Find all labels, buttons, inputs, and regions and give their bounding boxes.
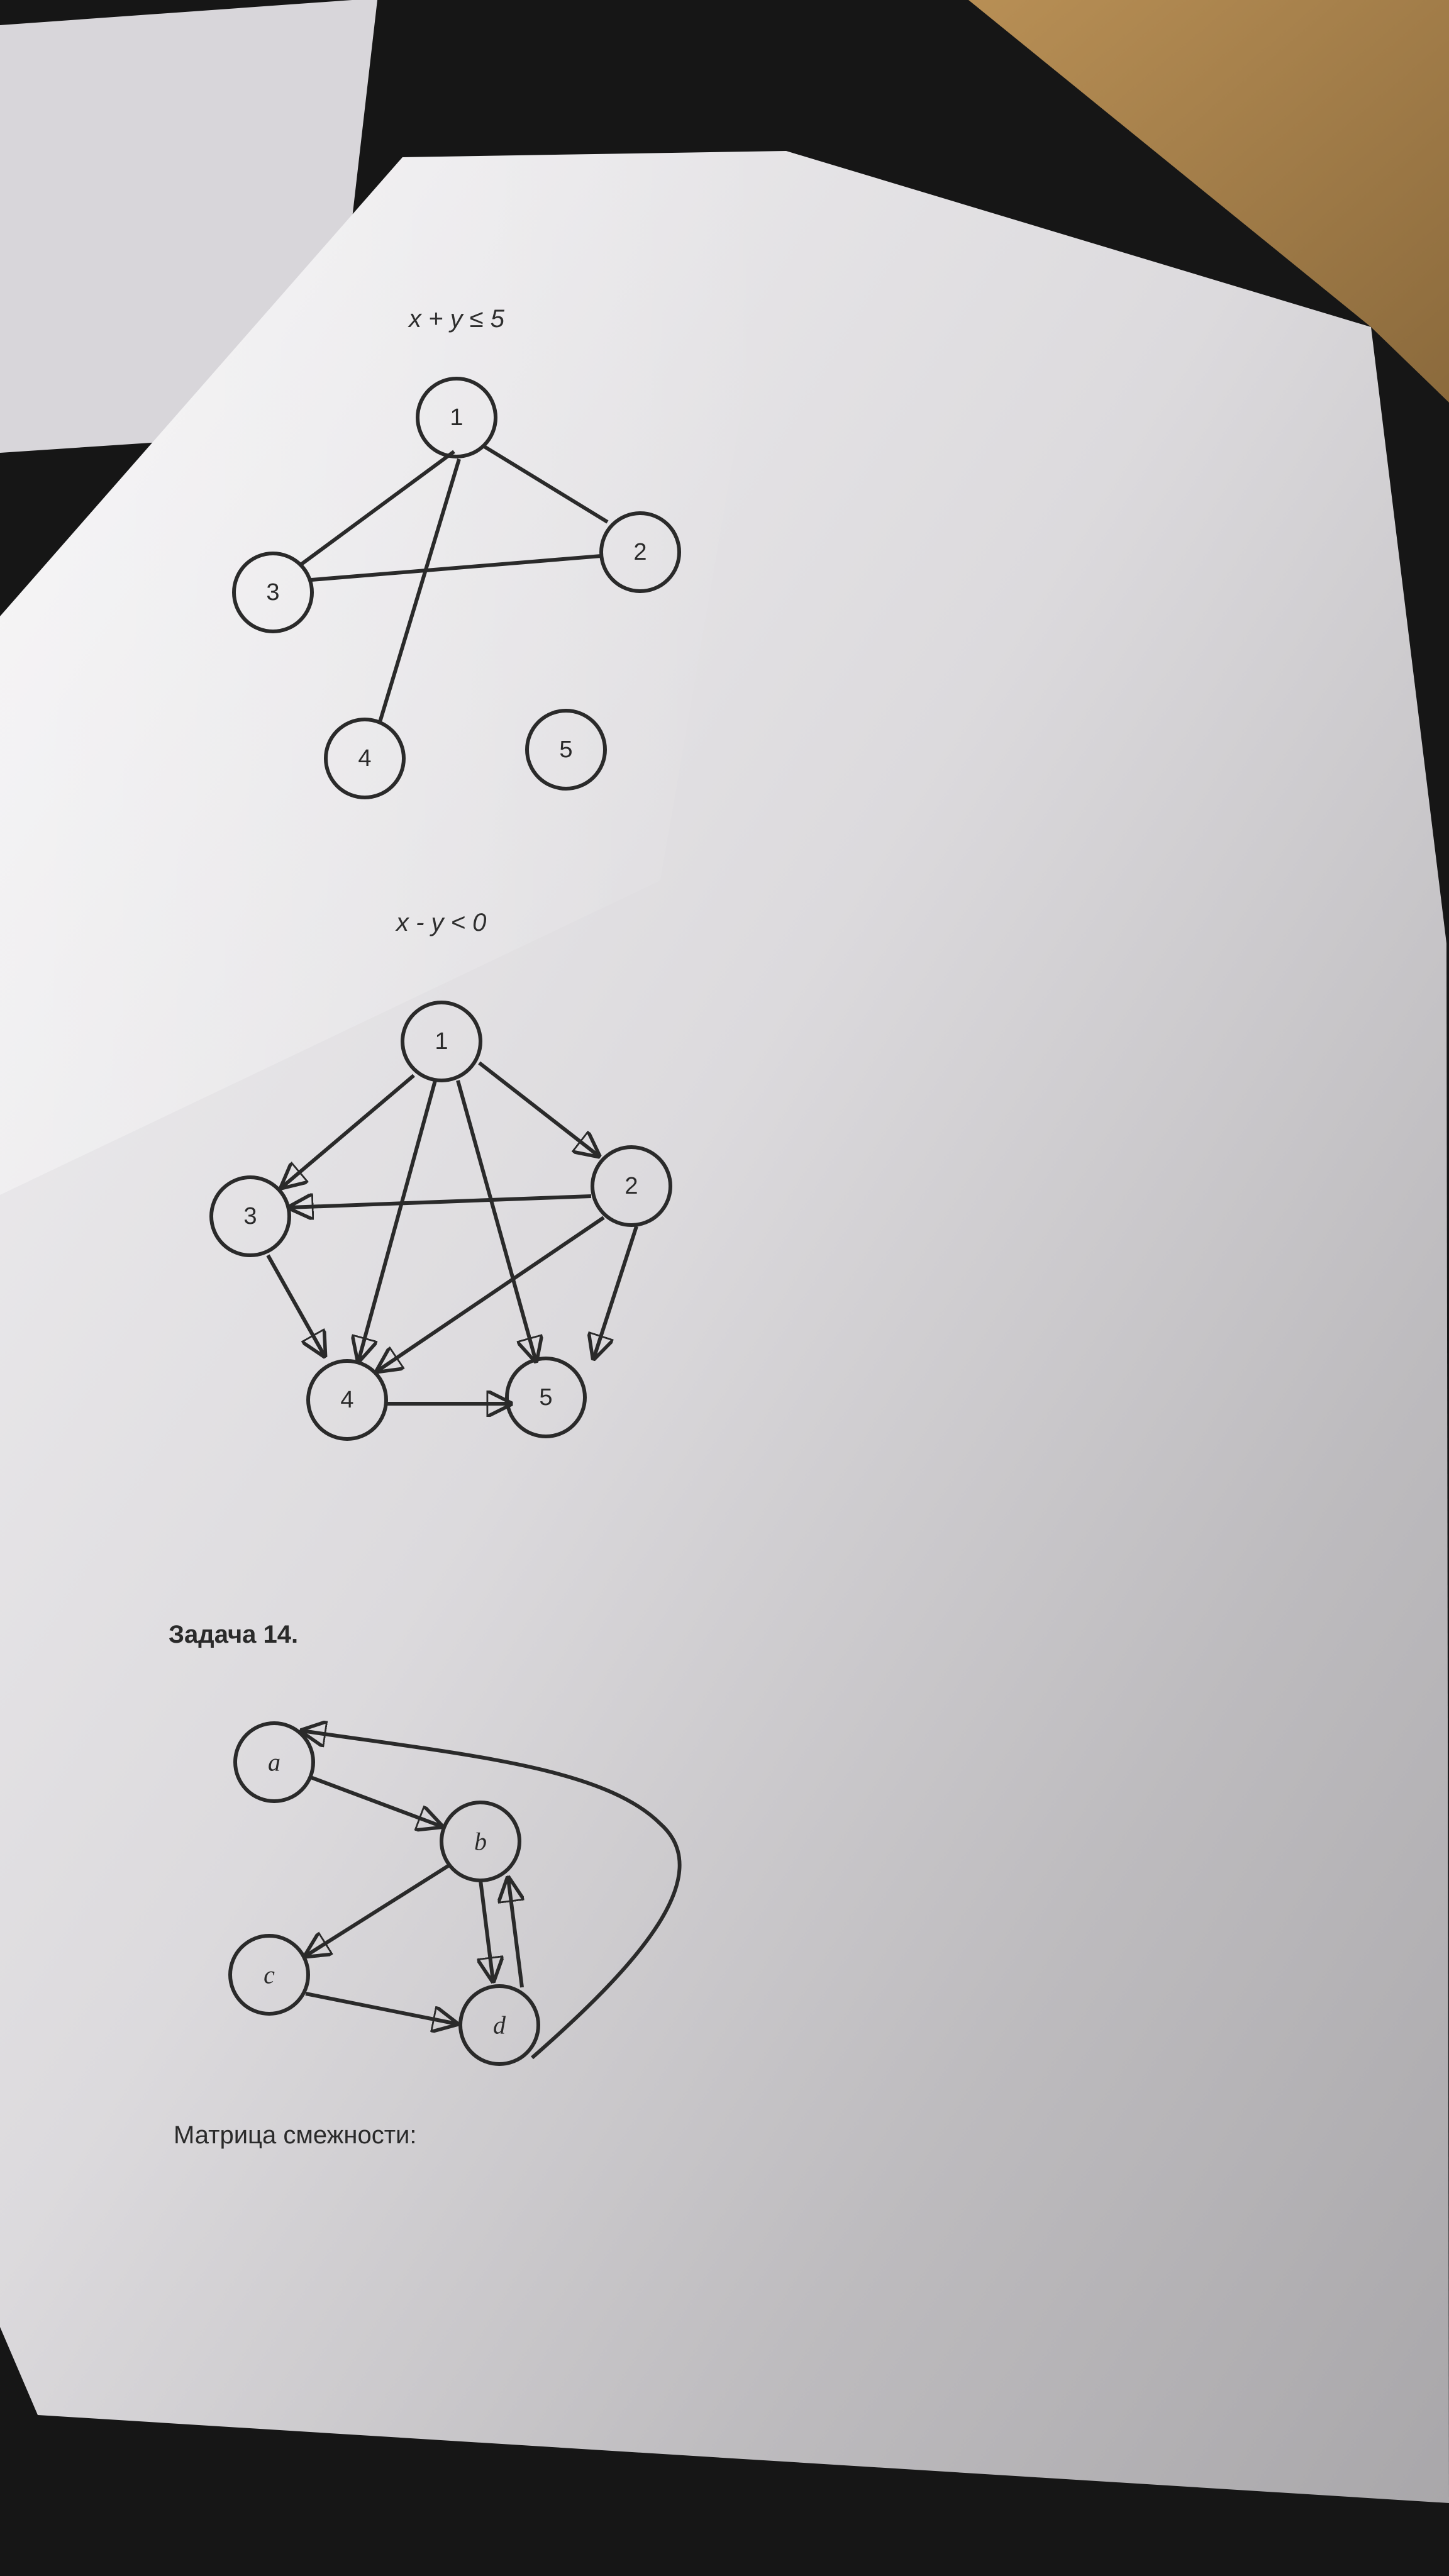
graph1-node-4 [324,718,406,799]
graph2-node-5-label: 5 [539,1384,552,1411]
task14-node-d [458,1984,540,2066]
task14-node-c [228,1934,310,2016]
task14-edge-d-a [302,1731,682,2060]
adjacency-matrix-caption: Матрица смежности: [174,2121,416,2149]
graph2-formula: x - y < 0 [395,909,486,936]
graph1-formula: x + y ≤ 5 [408,305,505,333]
graph2-node-2 [591,1145,672,1227]
graph1-node-5 [525,709,607,791]
graph2-edge-2-4 [377,1216,605,1371]
graph2-edge-1-4 [358,1080,437,1361]
graph2-edge-1-3 [282,1074,415,1187]
graph2-edge-2-5 [594,1226,638,1358]
graph2-node-1 [401,1001,482,1082]
task14-node-d-label: d [493,2011,506,2040]
graph2-node-1-label: 1 [435,1028,448,1055]
graph1: x + y ≤ 5 1 2 3 4 5 [232,305,681,799]
task14-title: Задача 14. [169,1621,298,1648]
task14-edge-a-b [309,1775,441,1826]
graph1-edge-1-3 [299,450,455,567]
graph2-edge-2-3 [289,1196,592,1208]
graph1-edge-1-4 [378,458,461,723]
graph1-node-2 [599,511,681,593]
graph2: x - y < 0 1 2 3 4 5 [209,909,672,1441]
graph2-edge-3-4 [266,1254,325,1356]
task14-edge-c-d [305,1992,457,2024]
task14: Задача 14. a b c d Матрица смежности: [169,1621,682,2149]
graph1-edge-3-2 [311,554,602,582]
graph2-node-3 [209,1175,291,1257]
wooden-table-edge [969,0,1449,402]
task14-node-c-label: c [264,1961,275,1989]
graph1-edge-1-2 [483,445,609,524]
graph2-node-4-label: 4 [340,1387,353,1413]
graph1-node-5-label: 5 [559,736,572,763]
graph1-node-2-label: 2 [633,539,647,565]
graph2-node-2-label: 2 [625,1173,638,1199]
graph2-node-5 [505,1357,587,1438]
task14-edge-d-b [508,1878,522,1988]
graph1-node-3-label: 3 [266,579,279,606]
task14-edge-b-d [480,1880,493,1981]
graph2-edge-1-5 [456,1080,536,1361]
task14-edge-b-c [306,1863,450,1956]
task14-node-a [233,1721,315,1803]
graph2-node-4 [306,1359,388,1441]
graph1-node-4-label: 4 [358,745,371,772]
task14-node-a-label: a [268,1748,280,1777]
graph1-node-1-label: 1 [450,404,463,431]
graph1-node-1 [416,377,497,458]
graph2-edge-1-2 [478,1061,599,1156]
task14-node-b-label: b [474,1828,487,1856]
task14-node-b [440,1801,521,1882]
graph2-node-3-label: 3 [243,1203,257,1230]
graph1-node-3 [232,552,314,633]
